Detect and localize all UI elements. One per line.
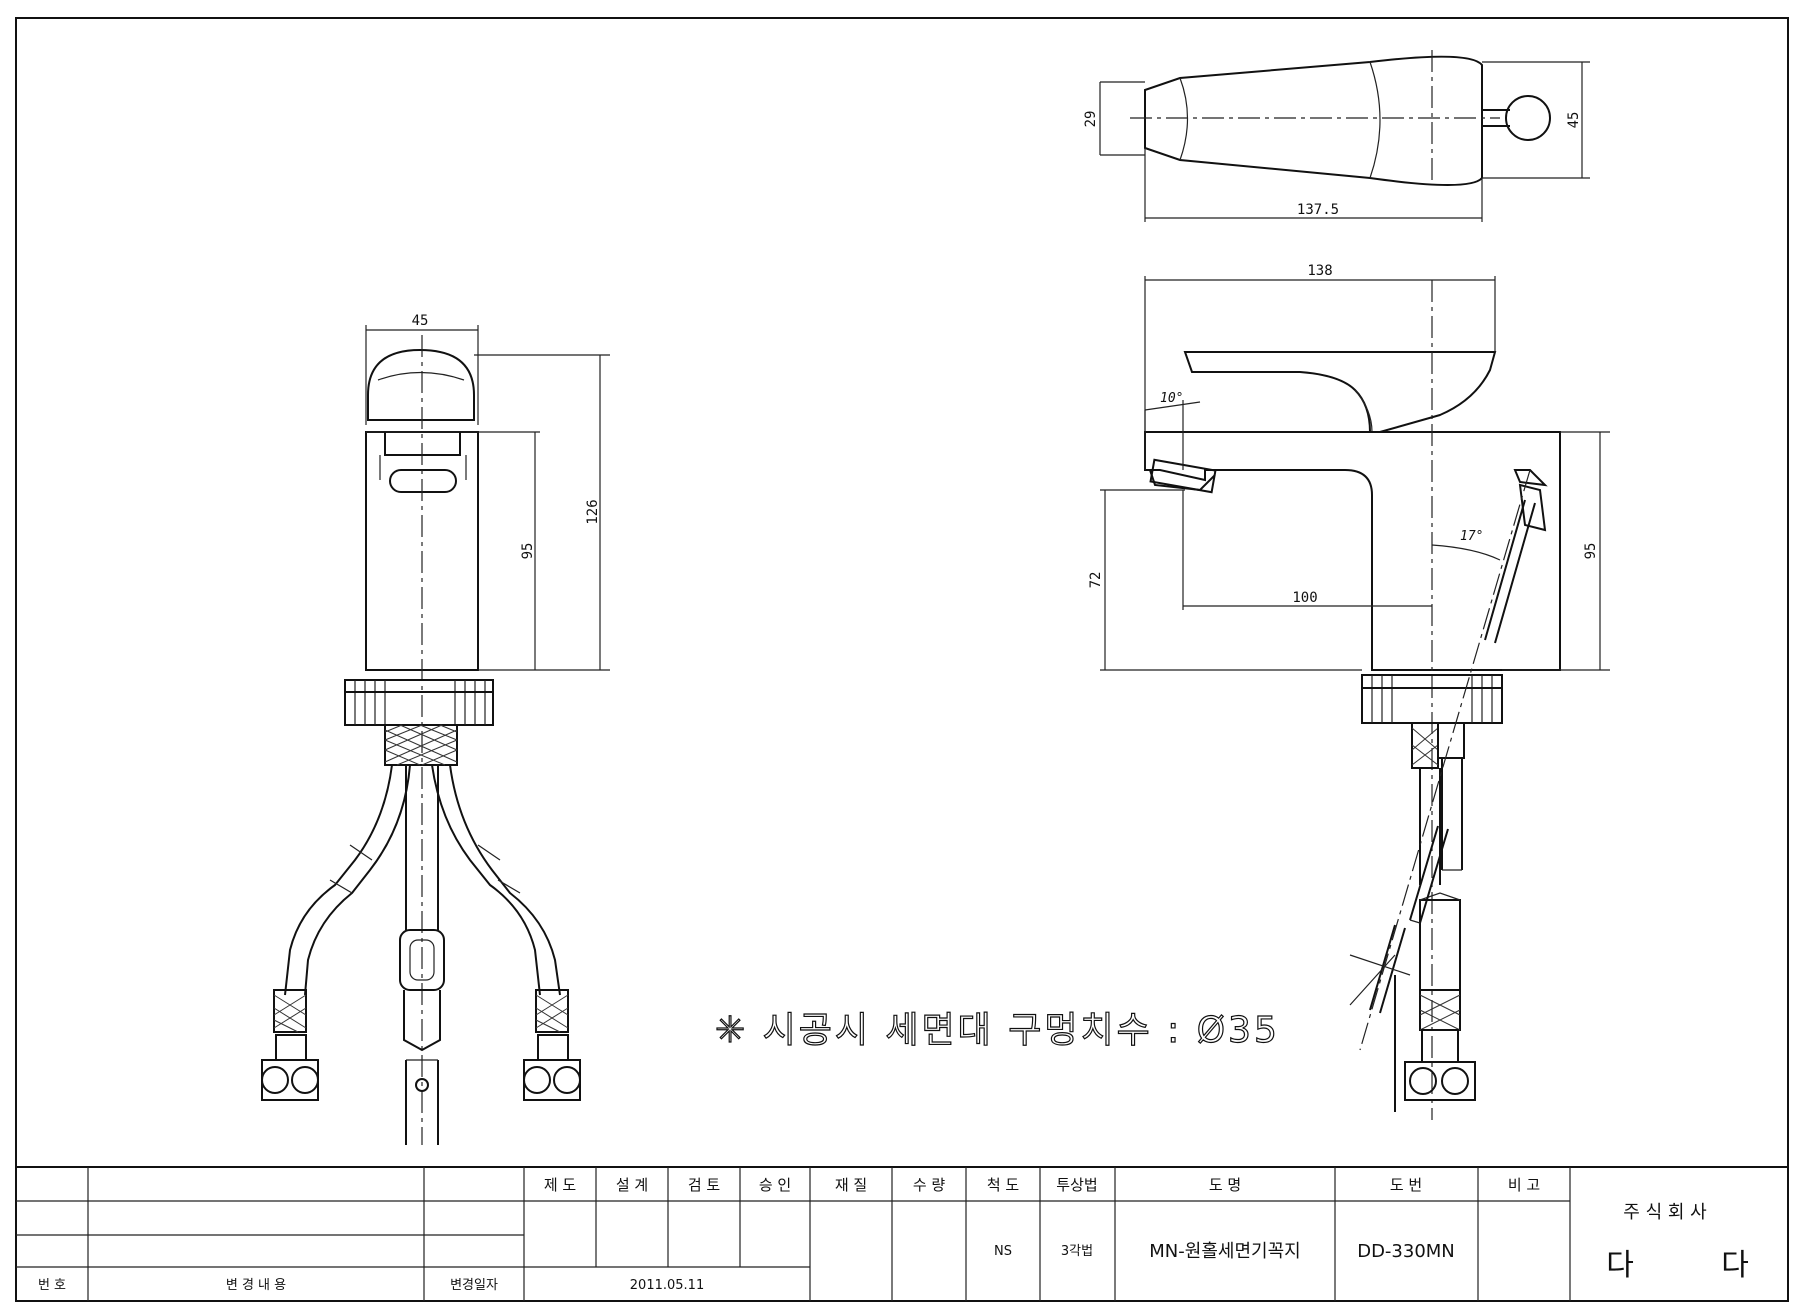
top-view: 29 45 137.5: [1083, 50, 1590, 222]
header-review: 검 토: [688, 1176, 721, 1194]
value-drawing-name: MN-원홀세면기꼭지: [1149, 1241, 1300, 1262]
header-design: 설 계: [616, 1176, 648, 1194]
header-scale: 척 도: [987, 1176, 1020, 1194]
header-drawing-no: 도 번: [1390, 1176, 1422, 1194]
value-drawing-no: DD-330MN: [1357, 1241, 1455, 1262]
dim-side-height-95: 95: [1583, 543, 1599, 560]
drawing-border: [15, 17, 1789, 1302]
header-remarks: 비 고: [1508, 1176, 1540, 1194]
header-quantity: 수 량: [913, 1176, 946, 1194]
header-material: 재 질: [835, 1176, 867, 1194]
header-revision-content: 변 경 내 용: [226, 1278, 286, 1293]
dim-front-height-126: 126: [585, 499, 601, 524]
header-approve: 승 인: [759, 1176, 791, 1194]
value-date: 2011.05.11: [630, 1278, 704, 1293]
front-view: 45 95 126: [261, 313, 610, 1145]
value-projection: 3각법: [1061, 1244, 1093, 1259]
dim-side-length: 138: [1307, 263, 1332, 279]
dim-side-height-72: 72: [1088, 572, 1104, 589]
dim-side-reach: 100: [1292, 590, 1317, 606]
dim-front-height-95: 95: [520, 543, 536, 560]
value-scale: NS: [994, 1244, 1012, 1259]
header-revision-date: 변경일자: [450, 1278, 498, 1293]
dim-top-depth: 29: [1083, 111, 1099, 128]
header-revision-no: 번 호: [38, 1278, 66, 1293]
company-name-left: 다: [1606, 1248, 1634, 1283]
side-view: 10°: [1088, 263, 1610, 1120]
header-drawing-name: 도 명: [1209, 1176, 1241, 1194]
dim-top-width: 45: [1566, 112, 1582, 129]
title-block: 번 호 변 경 내 용 변경일자 2011.05.11 제 도 설 계 검 토 …: [16, 1166, 1788, 1301]
dim-top-length: 137.5: [1297, 202, 1339, 218]
company-label: 주 식 회 사: [1623, 1202, 1707, 1223]
header-draft: 제 도: [544, 1176, 577, 1194]
dim-rod-angle: 17°: [1460, 529, 1483, 544]
installation-note: ✳ 시공시 세면대 구멍치수 : Ø35: [715, 1010, 1280, 1051]
header-projection: 투상법: [1056, 1176, 1097, 1194]
dim-front-width: 45: [412, 313, 429, 329]
company-name-right: 다: [1721, 1248, 1749, 1283]
dim-spout-angle: 10°: [1160, 391, 1183, 406]
